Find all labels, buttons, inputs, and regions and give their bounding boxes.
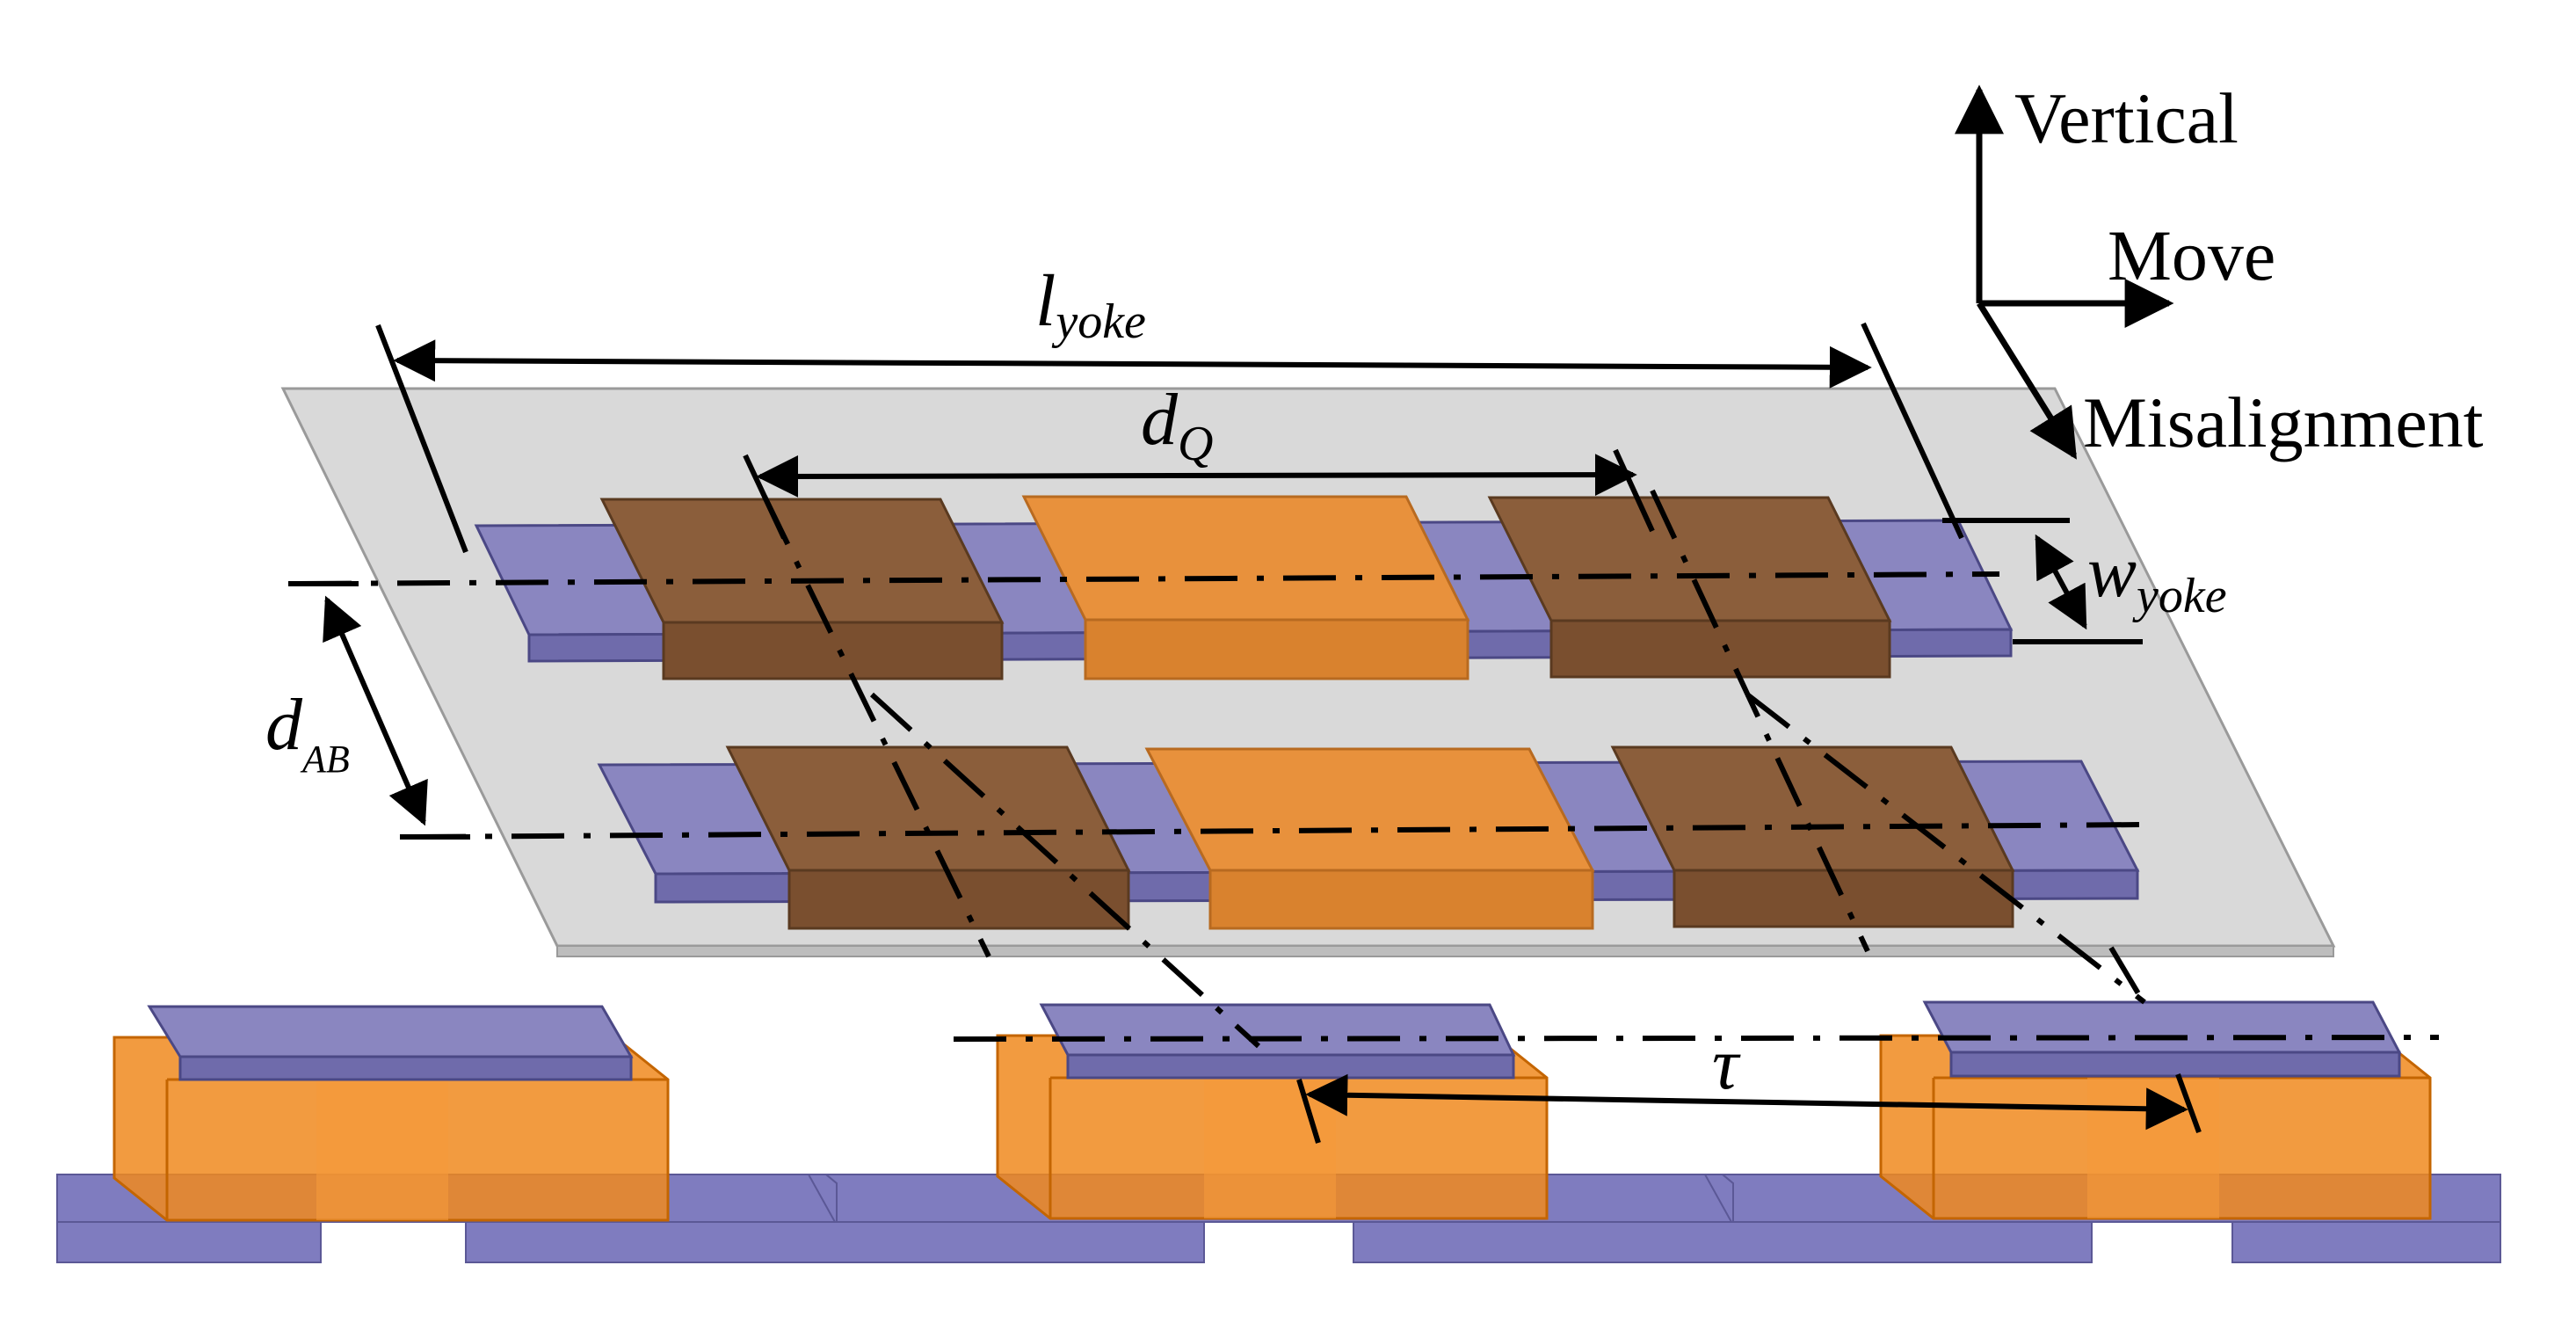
w-yoke-sub: yoke (2132, 569, 2227, 623)
tooth-axis-lower (2108, 946, 2147, 1006)
d-q-label: dQ (1141, 379, 1213, 471)
tau-arrow (1305, 1073, 2188, 1131)
d-ab-main: d (265, 684, 303, 766)
coil-a3 (1487, 496, 1892, 679)
d-q-sub: Q (1178, 417, 1213, 471)
l-yoke-main: l (1035, 260, 1056, 342)
l-yoke-sub: yoke (1051, 295, 1146, 349)
dimension-arrows (323, 339, 2188, 1131)
d-q-main: d (1141, 379, 1179, 461)
misalignment-label: Misalignment (2083, 382, 2484, 462)
move-label: Move (2108, 215, 2275, 295)
vertical-label: Vertical (2014, 78, 2239, 158)
l-yoke-ext-left (375, 324, 468, 554)
coil-a1 (599, 498, 1005, 680)
misalignment-axis-arrow (1977, 302, 2077, 460)
tau-label: τ (1712, 1023, 1741, 1105)
direction-axes (1955, 84, 2174, 460)
d-q-arrow (756, 454, 1637, 498)
d-ab-sub: AB (300, 738, 350, 781)
mover-row-a (474, 495, 2014, 680)
coil-a2 (1021, 495, 1470, 680)
stator-module-1 (112, 1005, 670, 1222)
l-yoke-arrow (393, 339, 1872, 389)
track-centerline (953, 1035, 2440, 1042)
mover-row-b (597, 745, 2140, 930)
w-yoke-arrow (2035, 534, 2087, 630)
coil-b3 (1610, 745, 2015, 928)
row-b-centerline (412, 822, 2145, 840)
l-yoke-label: lyoke (1035, 260, 1146, 349)
w-yoke-label: wyoke (2087, 531, 2227, 623)
extension-lines (288, 322, 2202, 1144)
tooth-axis-1 (762, 495, 991, 958)
d-ab-label: dAB (265, 684, 350, 781)
center-lines (298, 489, 2440, 1049)
row-a-centerline (298, 571, 2000, 586)
d-ab-arrow (323, 595, 428, 826)
tooth-axis-3 (869, 692, 1261, 1049)
w-yoke-main: w (2087, 531, 2137, 613)
tooth-axis-2 (1650, 489, 1870, 953)
l-yoke-ext-right (1861, 322, 1964, 540)
coil-b2 (1144, 747, 1595, 930)
tooth-axis-4 (1745, 692, 2146, 1005)
